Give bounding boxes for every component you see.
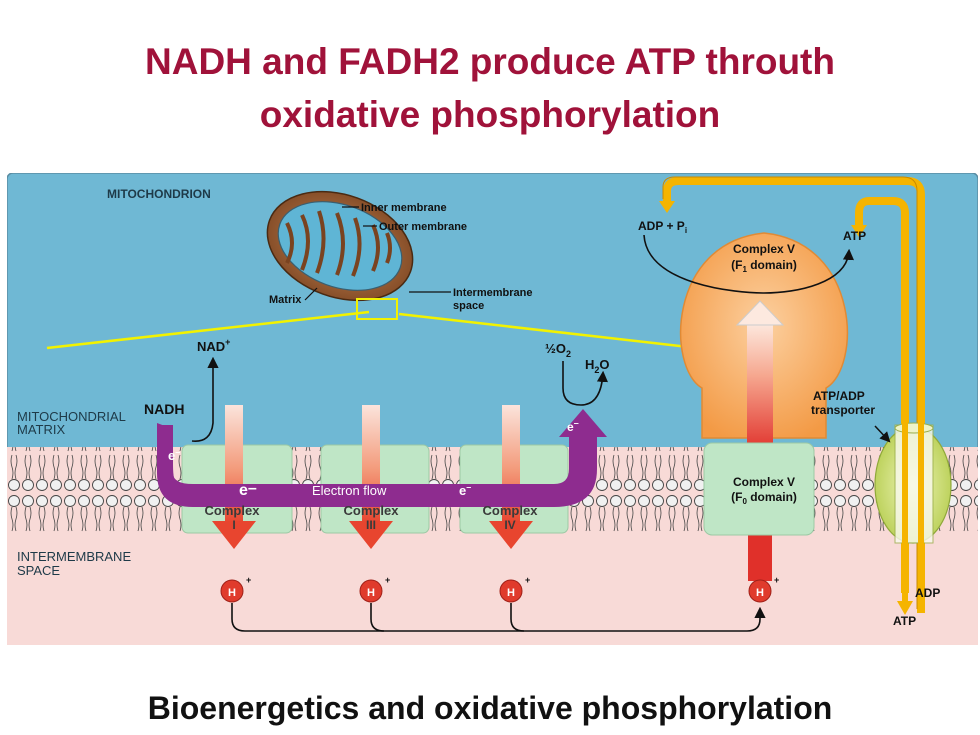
atp-import-tube [855, 197, 909, 593]
atp-label-top: ATP [843, 229, 866, 243]
complex-I-label: Complex [205, 503, 261, 518]
water-formation-arrow [562, 361, 609, 406]
proton-circles [220, 579, 772, 603]
complex-v-stalk-arrowhead [735, 300, 785, 326]
complex-v-stalk-arrow [747, 323, 773, 453]
adp-tube-arrowhead [659, 201, 675, 213]
electron-flow-arrowhead [559, 409, 607, 437]
complex-IV-label: Complex [483, 503, 539, 518]
complex-v-rotation-arrow [643, 234, 855, 294]
intermembrane-inset-label-2: space [453, 300, 484, 312]
proton-label-3: H [507, 587, 515, 599]
transporter-pointer [874, 425, 891, 443]
electron-flow-label: Electron flow [312, 483, 387, 498]
mitochondrion-inset [266, 190, 414, 320]
water-label: H2O [585, 357, 610, 375]
intermembrane-inset-label-1: Intermembrane [453, 287, 532, 299]
electron-label-3: e– [459, 482, 471, 498]
intermembrane-label-1: INTERMEMBRANE [17, 549, 131, 564]
nadh-label: NADH [144, 401, 184, 417]
transporter-channel-top [894, 422, 934, 434]
proton-return-path [231, 603, 766, 632]
oxidative-phosphorylation-diagram: MITOCHONDRION Inner membrane Outer membr… [7, 173, 978, 645]
adp-label-bottom: ADP [915, 586, 940, 600]
proton-label-2: H [367, 587, 375, 599]
intermembrane-label-2: SPACE [17, 563, 60, 578]
proton-charge-3: + [525, 575, 530, 585]
adp-entry-arrowhead [897, 601, 913, 615]
adp-pi-label: ADP + Pi [638, 219, 687, 235]
proton-label-1: H [228, 587, 236, 599]
matrix-label-2: MATRIX [17, 422, 65, 437]
electron-label-2: e– [239, 480, 257, 499]
matrix-inset-label: Matrix [269, 294, 302, 306]
proton-charge-4: + [774, 575, 779, 585]
complex-III-numeral: III [366, 518, 376, 532]
matrix-label-1: MITOCHONDRIAL [17, 409, 126, 424]
atp-tube-arrowhead [851, 225, 867, 237]
zoom-line-left [46, 310, 370, 350]
transporter-label-2: transporter [811, 403, 875, 417]
electron-flow-band [157, 423, 597, 507]
page-title-line-2: oxidative phosphorylation [259, 94, 721, 135]
transporter-label-1: ATP/ADP [813, 389, 865, 403]
proton-charge-1: + [246, 575, 251, 585]
outer-membrane-label: Outer membrane [379, 221, 467, 233]
nad-plus-label: NAD+ [197, 337, 230, 354]
complex-v-f0-label-1: Complex V [733, 475, 795, 489]
complex-v-f1-label-1: Complex V [733, 242, 795, 256]
half-oxygen-label: ½O2 [545, 341, 571, 359]
proton-charge-2: + [385, 575, 390, 585]
page-title-line-1: NADH and FADH2 produce ATP throuth [145, 41, 835, 82]
nad-plus-arrow [191, 356, 219, 442]
complex-v-f0-box [703, 442, 815, 536]
transporter-channel [894, 424, 934, 544]
complex-v-proton-channel [748, 533, 772, 581]
complex-v-f0-label-2: (F0 domain) [731, 490, 797, 506]
complex-III-label: Complex [344, 503, 400, 518]
atp-export-tube [663, 177, 925, 613]
complex-v-f1-label-2: (F1 domain) [731, 258, 797, 274]
electron-label-4: e– [567, 418, 579, 434]
inner-membrane-label: Inner membrane [361, 202, 447, 214]
complex-I-numeral: I [232, 518, 235, 532]
zoom-line-right [398, 312, 698, 350]
mitochondrion-label: MITOCHONDRION [107, 187, 211, 201]
complex-IV-numeral: IV [504, 518, 515, 532]
electron-label-1: e– [168, 447, 180, 463]
proton-label-4: H [756, 587, 764, 599]
atp-label-bottom: ATP [893, 614, 916, 628]
page-subtitle: Bioenergetics and oxidative phosphorylat… [147, 690, 833, 726]
